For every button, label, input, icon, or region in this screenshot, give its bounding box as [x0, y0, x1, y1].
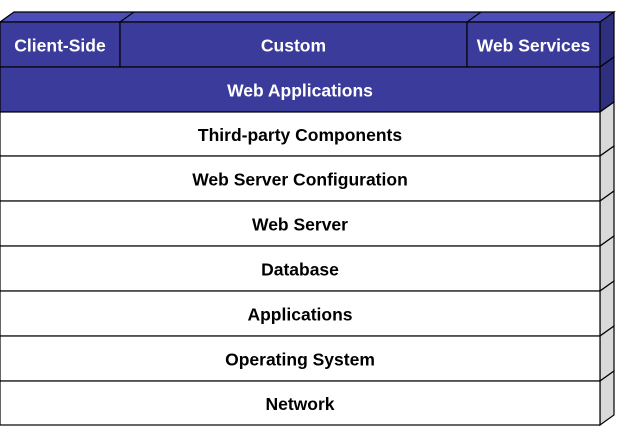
network-label: Network: [265, 394, 334, 414]
web-server-configuration-layer: [0, 155, 601, 202]
top-row: Client-Side Custom Web Services: [0, 11, 601, 68]
top-row-top-face: [0, 11, 616, 23]
client-side-cell: [0, 21, 121, 68]
web-server-layer: [0, 200, 601, 247]
custom-label: Custom: [261, 36, 326, 56]
network-layer: [0, 380, 601, 426]
database-layer: [0, 245, 601, 292]
operating-system-label: Operating System: [225, 350, 375, 370]
web-services-cell: [466, 21, 601, 68]
third-party-components-label: Third-party Components: [198, 125, 402, 145]
database-label: Database: [261, 260, 339, 280]
third-party-components-layer: [0, 111, 601, 157]
web-applications-label: Web Applications: [227, 81, 373, 101]
web-server-label: Web Server: [252, 215, 348, 235]
client-side-label: Client-Side: [14, 36, 106, 56]
side-face: [599, 369, 615, 427]
web-services-label: Web Services: [477, 36, 591, 56]
custom-cell: [119, 21, 468, 68]
top-face-divider: [119, 11, 135, 23]
operating-system-layer: [0, 335, 601, 382]
layers: Web Applications Third-party Components …: [0, 66, 601, 426]
web-server-configuration-label: Web Server Configuration: [192, 170, 408, 190]
top-face-divider: [466, 11, 482, 23]
side-faces: [599, 10, 615, 427]
applications-label: Applications: [247, 305, 352, 325]
